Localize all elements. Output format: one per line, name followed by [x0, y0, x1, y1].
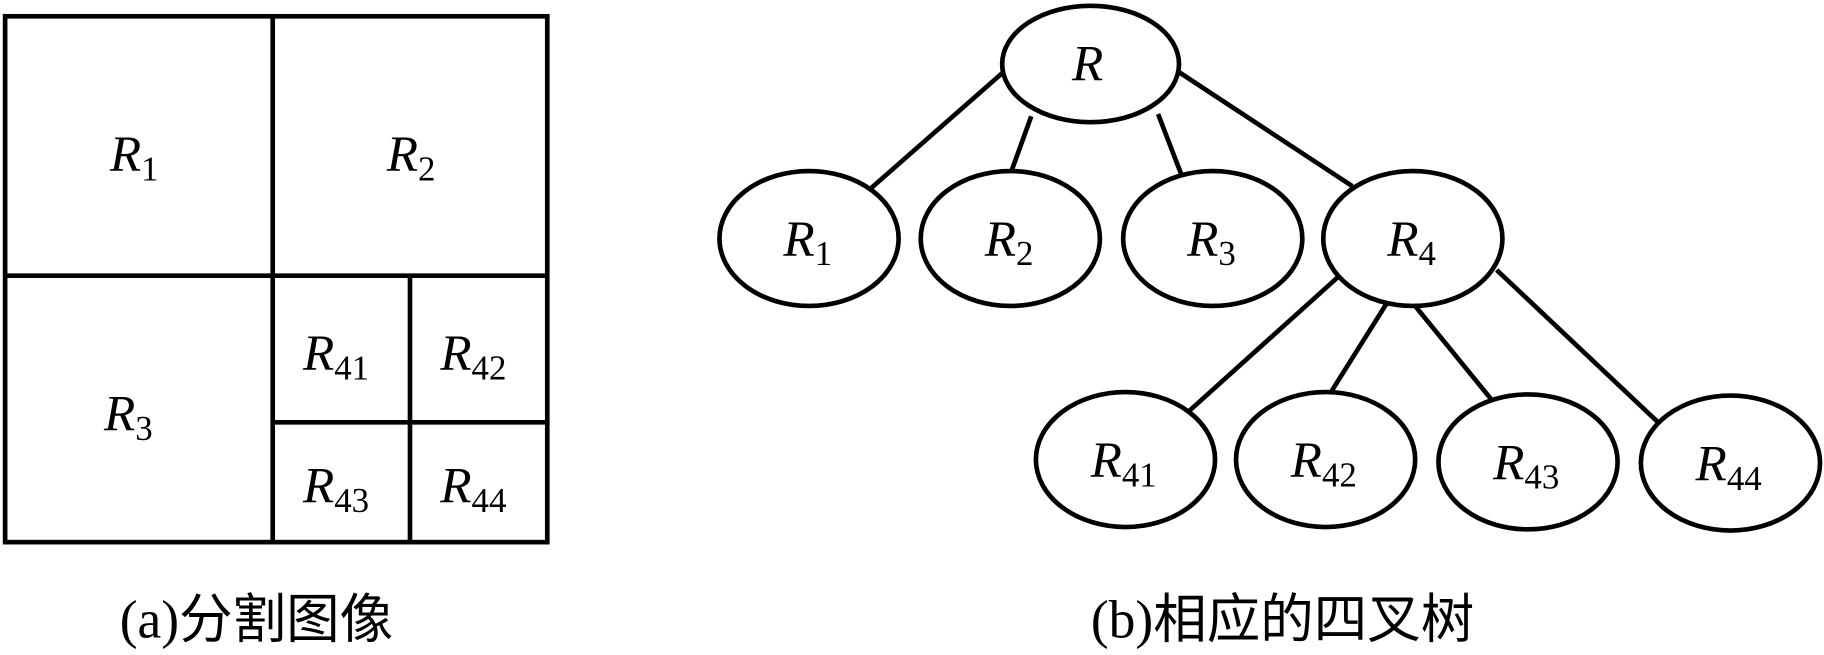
caption-a: (a)分割图像: [120, 590, 393, 650]
caption-b: (b)相应的四叉树: [1091, 590, 1474, 650]
tree-node-r2: R2: [918, 168, 1103, 309]
tree-node-r1: R1: [717, 168, 901, 309]
node-ellipse: [1033, 389, 1218, 530]
segmented-image: R1 R2 R3 R41 R42 R43 R44: [2, 13, 550, 545]
region-label-r1: R1: [109, 126, 159, 188]
edge-r-r2: [1009, 115, 1034, 172]
quadtree: R R1 R2 R3 R4 R41 R42 R43: [717, 3, 1823, 533]
tree-node-r4: R4: [1320, 168, 1505, 309]
node-label: R44: [1695, 435, 1762, 497]
edge-r4-r42: [1328, 301, 1390, 395]
tree-node-r41: R41: [1033, 389, 1218, 530]
node-ellipse: [1120, 168, 1305, 309]
edge-r-r3: [1155, 113, 1184, 176]
region-label-r41: R41: [302, 325, 369, 387]
edge-r4-r44: [1495, 268, 1664, 428]
region-label-r2: R2: [386, 126, 436, 188]
node-ellipse: [1638, 393, 1823, 533]
node-ellipse: [999, 3, 1182, 125]
edge-r4-r41: [1187, 272, 1343, 413]
node-ellipse: [1436, 392, 1620, 532]
node-label: R43: [1492, 434, 1559, 496]
tree-node-r42: R42: [1233, 389, 1418, 530]
node-label: R4: [1386, 211, 1436, 273]
region-label-r43: R43: [302, 458, 369, 520]
edge-r4-r43: [1413, 304, 1494, 402]
region-label-r44: R44: [439, 458, 506, 520]
node-label: R1: [782, 211, 832, 273]
node-label: R2: [984, 211, 1034, 273]
tree-node-r44: R44: [1638, 393, 1823, 533]
image-border: [2, 13, 550, 545]
node-ellipse: [1320, 168, 1505, 309]
node-label: R41: [1090, 432, 1157, 494]
node-label: R42: [1290, 432, 1357, 494]
tree-node-r43: R43: [1436, 392, 1620, 532]
node-ellipse: [717, 168, 901, 309]
node-ellipse: [918, 168, 1103, 309]
region-label-r42: R42: [439, 325, 506, 387]
node-ellipse: [1233, 389, 1418, 530]
edge-r-r4: [1177, 70, 1354, 189]
region-label-r3: R3: [103, 385, 153, 447]
tree-node-r: R: [999, 3, 1182, 125]
edge-r-r1: [869, 70, 1005, 191]
node-label: R3: [1186, 211, 1236, 273]
node-label: R: [1071, 35, 1103, 92]
tree-node-r3: R3: [1120, 168, 1305, 309]
